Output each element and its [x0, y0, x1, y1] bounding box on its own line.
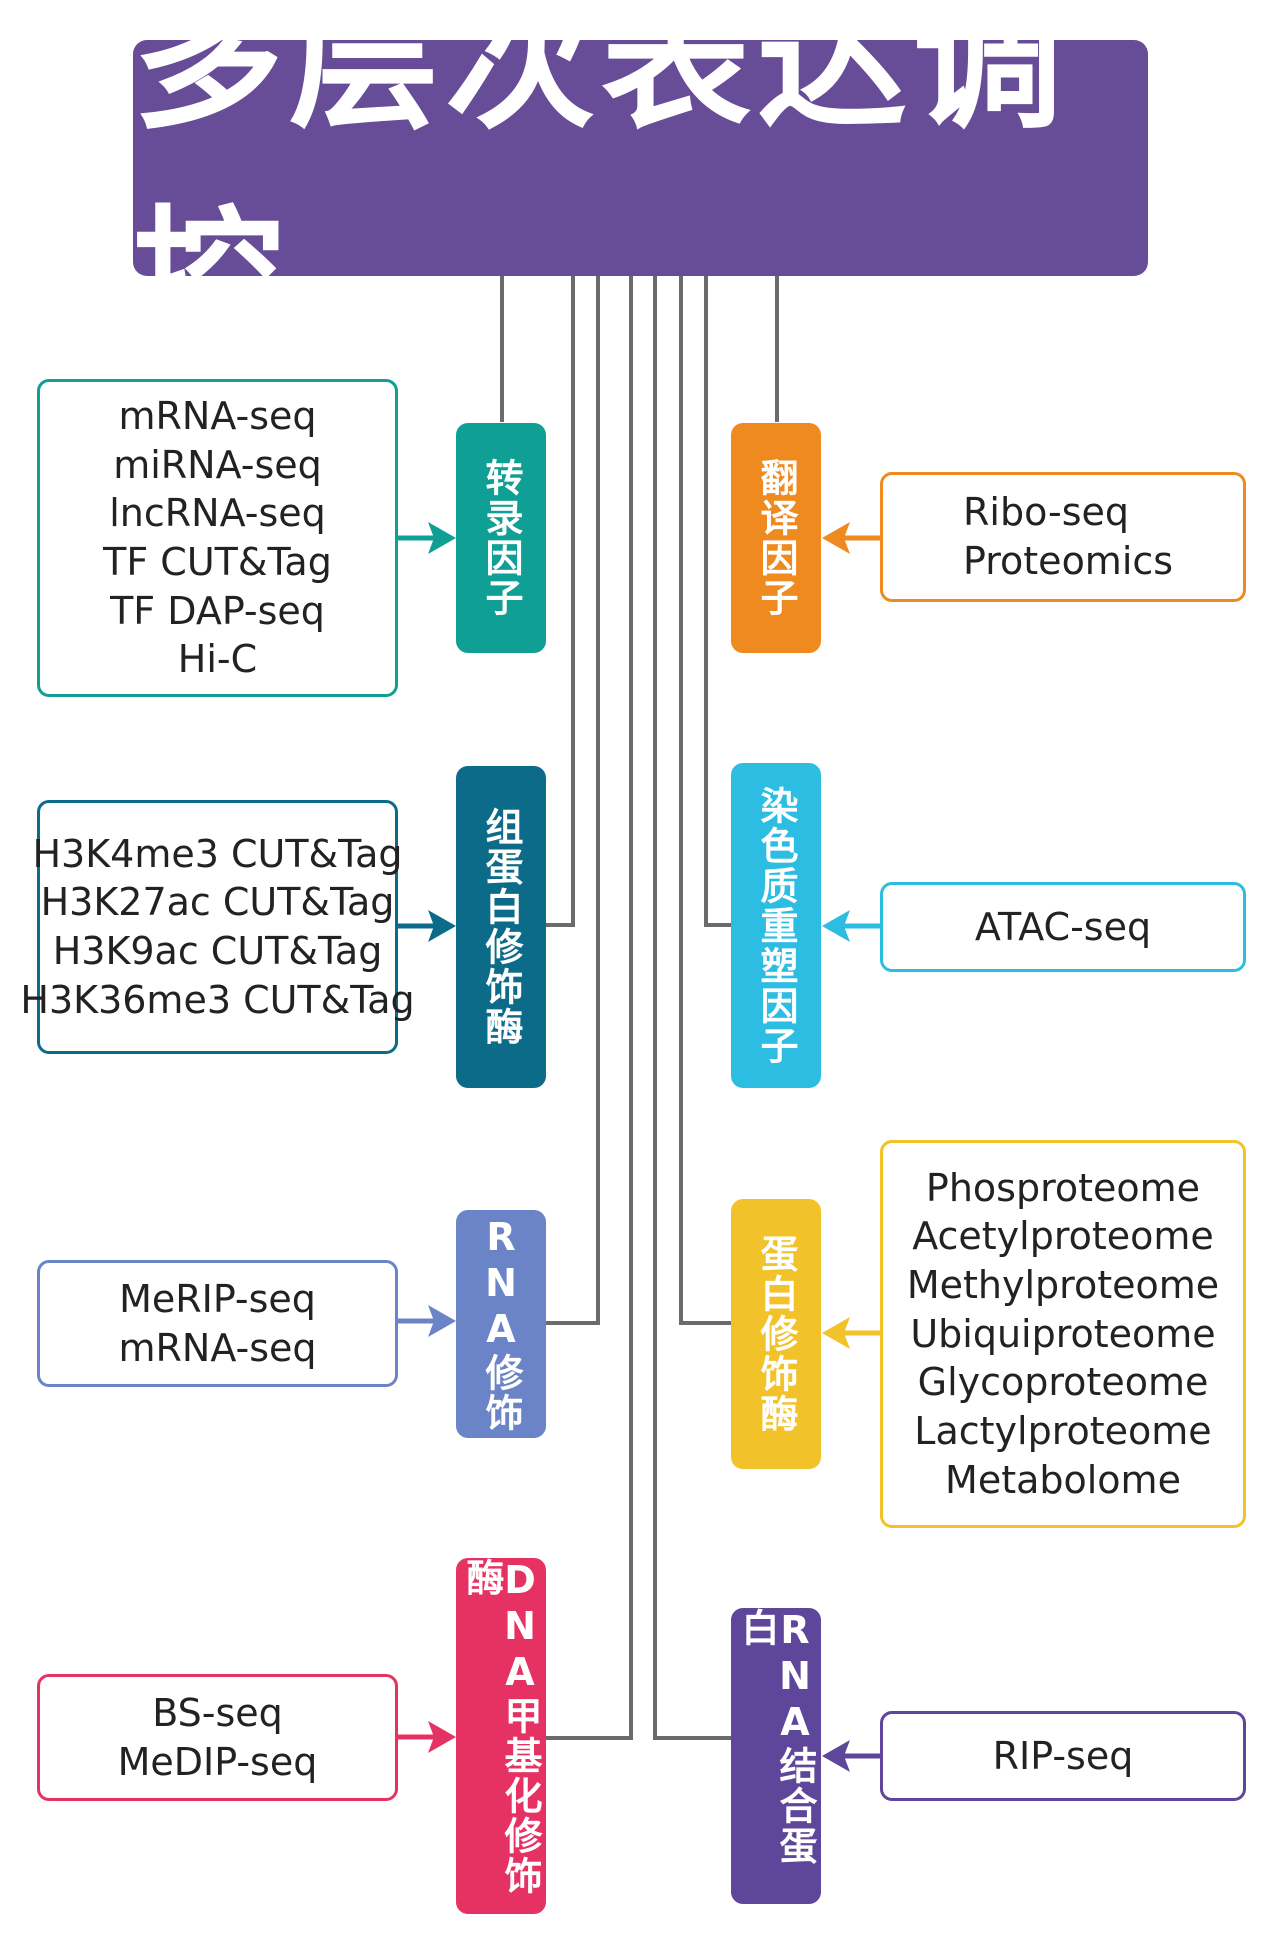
method-item: Acetylproteome	[912, 1214, 1214, 1259]
node-dnamet-label: DNA甲基化修饰酶	[460, 1558, 542, 1896]
node-chromatin-label: 染色质重塑因子	[754, 785, 798, 1066]
node-rnamod-label: RNA修饰	[479, 1215, 523, 1433]
method-item: Ubiquiproteome	[910, 1311, 1216, 1356]
method-item: RIP-seq	[992, 1733, 1134, 1778]
node-translation: 翻译因子	[731, 423, 821, 653]
methods-rbp: RIP-seq	[880, 1711, 1246, 1801]
arrowhead-rnamod	[428, 1305, 456, 1337]
method-item: Ribo-seq	[963, 490, 1130, 535]
arrowhead-rbp	[822, 1740, 850, 1772]
method-item: TF DAP-seq	[110, 588, 325, 633]
node-tf-label: 转录因子	[479, 458, 523, 618]
method-item: TF CUT&Tag	[103, 540, 332, 584]
method-item: H3K27ac CUT&Tag	[40, 880, 395, 925]
node-histone-label: 组蛋白修饰酶	[479, 807, 523, 1047]
connector-proteinmod	[679, 276, 731, 1325]
method-item: ATAC-seq	[974, 904, 1152, 949]
arrowhead-histone	[428, 910, 456, 942]
method-item: H3K36me3 CUT&Tag	[20, 977, 415, 1022]
method-item: Proteomics	[963, 539, 1174, 583]
method-item: Methylproteome	[906, 1263, 1220, 1308]
methods-histone: H3K4me3 CUT&Tag H3K27ac CUT&Tag H3K9ac C…	[20, 800, 415, 1054]
method-item: H3K9ac CUT&Tag	[52, 929, 383, 973]
method-item: Glycoproteome	[917, 1360, 1209, 1405]
title-text: 多层次表达调控	[133, 0, 1070, 367]
connector-chromatin	[704, 276, 731, 927]
connector-rbp	[653, 276, 731, 1740]
method-item: lncRNA-seq	[109, 491, 326, 536]
node-translation-label: 翻译因子	[754, 458, 798, 618]
node-tf: 转录因子	[456, 423, 546, 653]
method-item: mRNA-seq	[118, 1325, 317, 1370]
node-proteinmod-label: 蛋白修饰酶	[754, 1234, 798, 1434]
method-item: miRNA-seq	[113, 442, 322, 487]
method-item: Metabolome	[945, 1457, 1181, 1502]
node-rbp-label: RNA结合蛋白	[735, 1608, 817, 1866]
node-dnamet: DNA甲基化修饰酶	[456, 1558, 546, 1914]
arrowhead-proteinmod	[822, 1317, 850, 1349]
method-item: mRNA-seq	[118, 394, 317, 439]
method-item: MeDIP-seq	[117, 1739, 318, 1784]
methods-tf: mRNA-seq miRNA-seq lncRNA-seq TF CUT&Tag…	[37, 379, 398, 697]
methods-proteinmod: Phosproteome Acetylproteome Methylproteo…	[880, 1140, 1246, 1528]
method-item: Hi-C	[177, 637, 258, 682]
node-histone: 组蛋白修饰酶	[456, 766, 546, 1088]
methods-dnamet: BS-seq MeDIP-seq	[37, 1674, 398, 1801]
node-rbp: RNA结合蛋白	[731, 1608, 821, 1904]
connector-histone	[546, 276, 575, 927]
method-item: MeRIP-seq	[119, 1276, 316, 1321]
node-rnamod: RNA修饰	[456, 1210, 546, 1438]
title-banner: 多层次表达调控	[133, 0, 1148, 367]
method-item: Phosproteome	[925, 1165, 1201, 1210]
method-item: BS-seq	[152, 1690, 283, 1735]
arrowhead-tf	[428, 522, 456, 554]
connector-rnamod	[546, 276, 600, 1325]
methods-rnamod: MeRIP-seq mRNA-seq	[37, 1260, 398, 1387]
arrowhead-translation	[822, 522, 850, 554]
method-item: H3K4me3 CUT&Tag	[32, 831, 403, 876]
node-chromatin: 染色质重塑因子	[731, 763, 821, 1088]
arrowhead-dnamet	[428, 1721, 456, 1753]
arrowhead-chromatin	[822, 910, 850, 942]
node-proteinmod: 蛋白修饰酶	[731, 1199, 821, 1469]
connector-dnamet	[546, 276, 633, 1740]
method-item: Lactylproteome	[914, 1408, 1212, 1453]
methods-translation: Ribo-seq Proteomics	[880, 472, 1246, 602]
methods-chromatin: ATAC-seq	[880, 882, 1246, 972]
